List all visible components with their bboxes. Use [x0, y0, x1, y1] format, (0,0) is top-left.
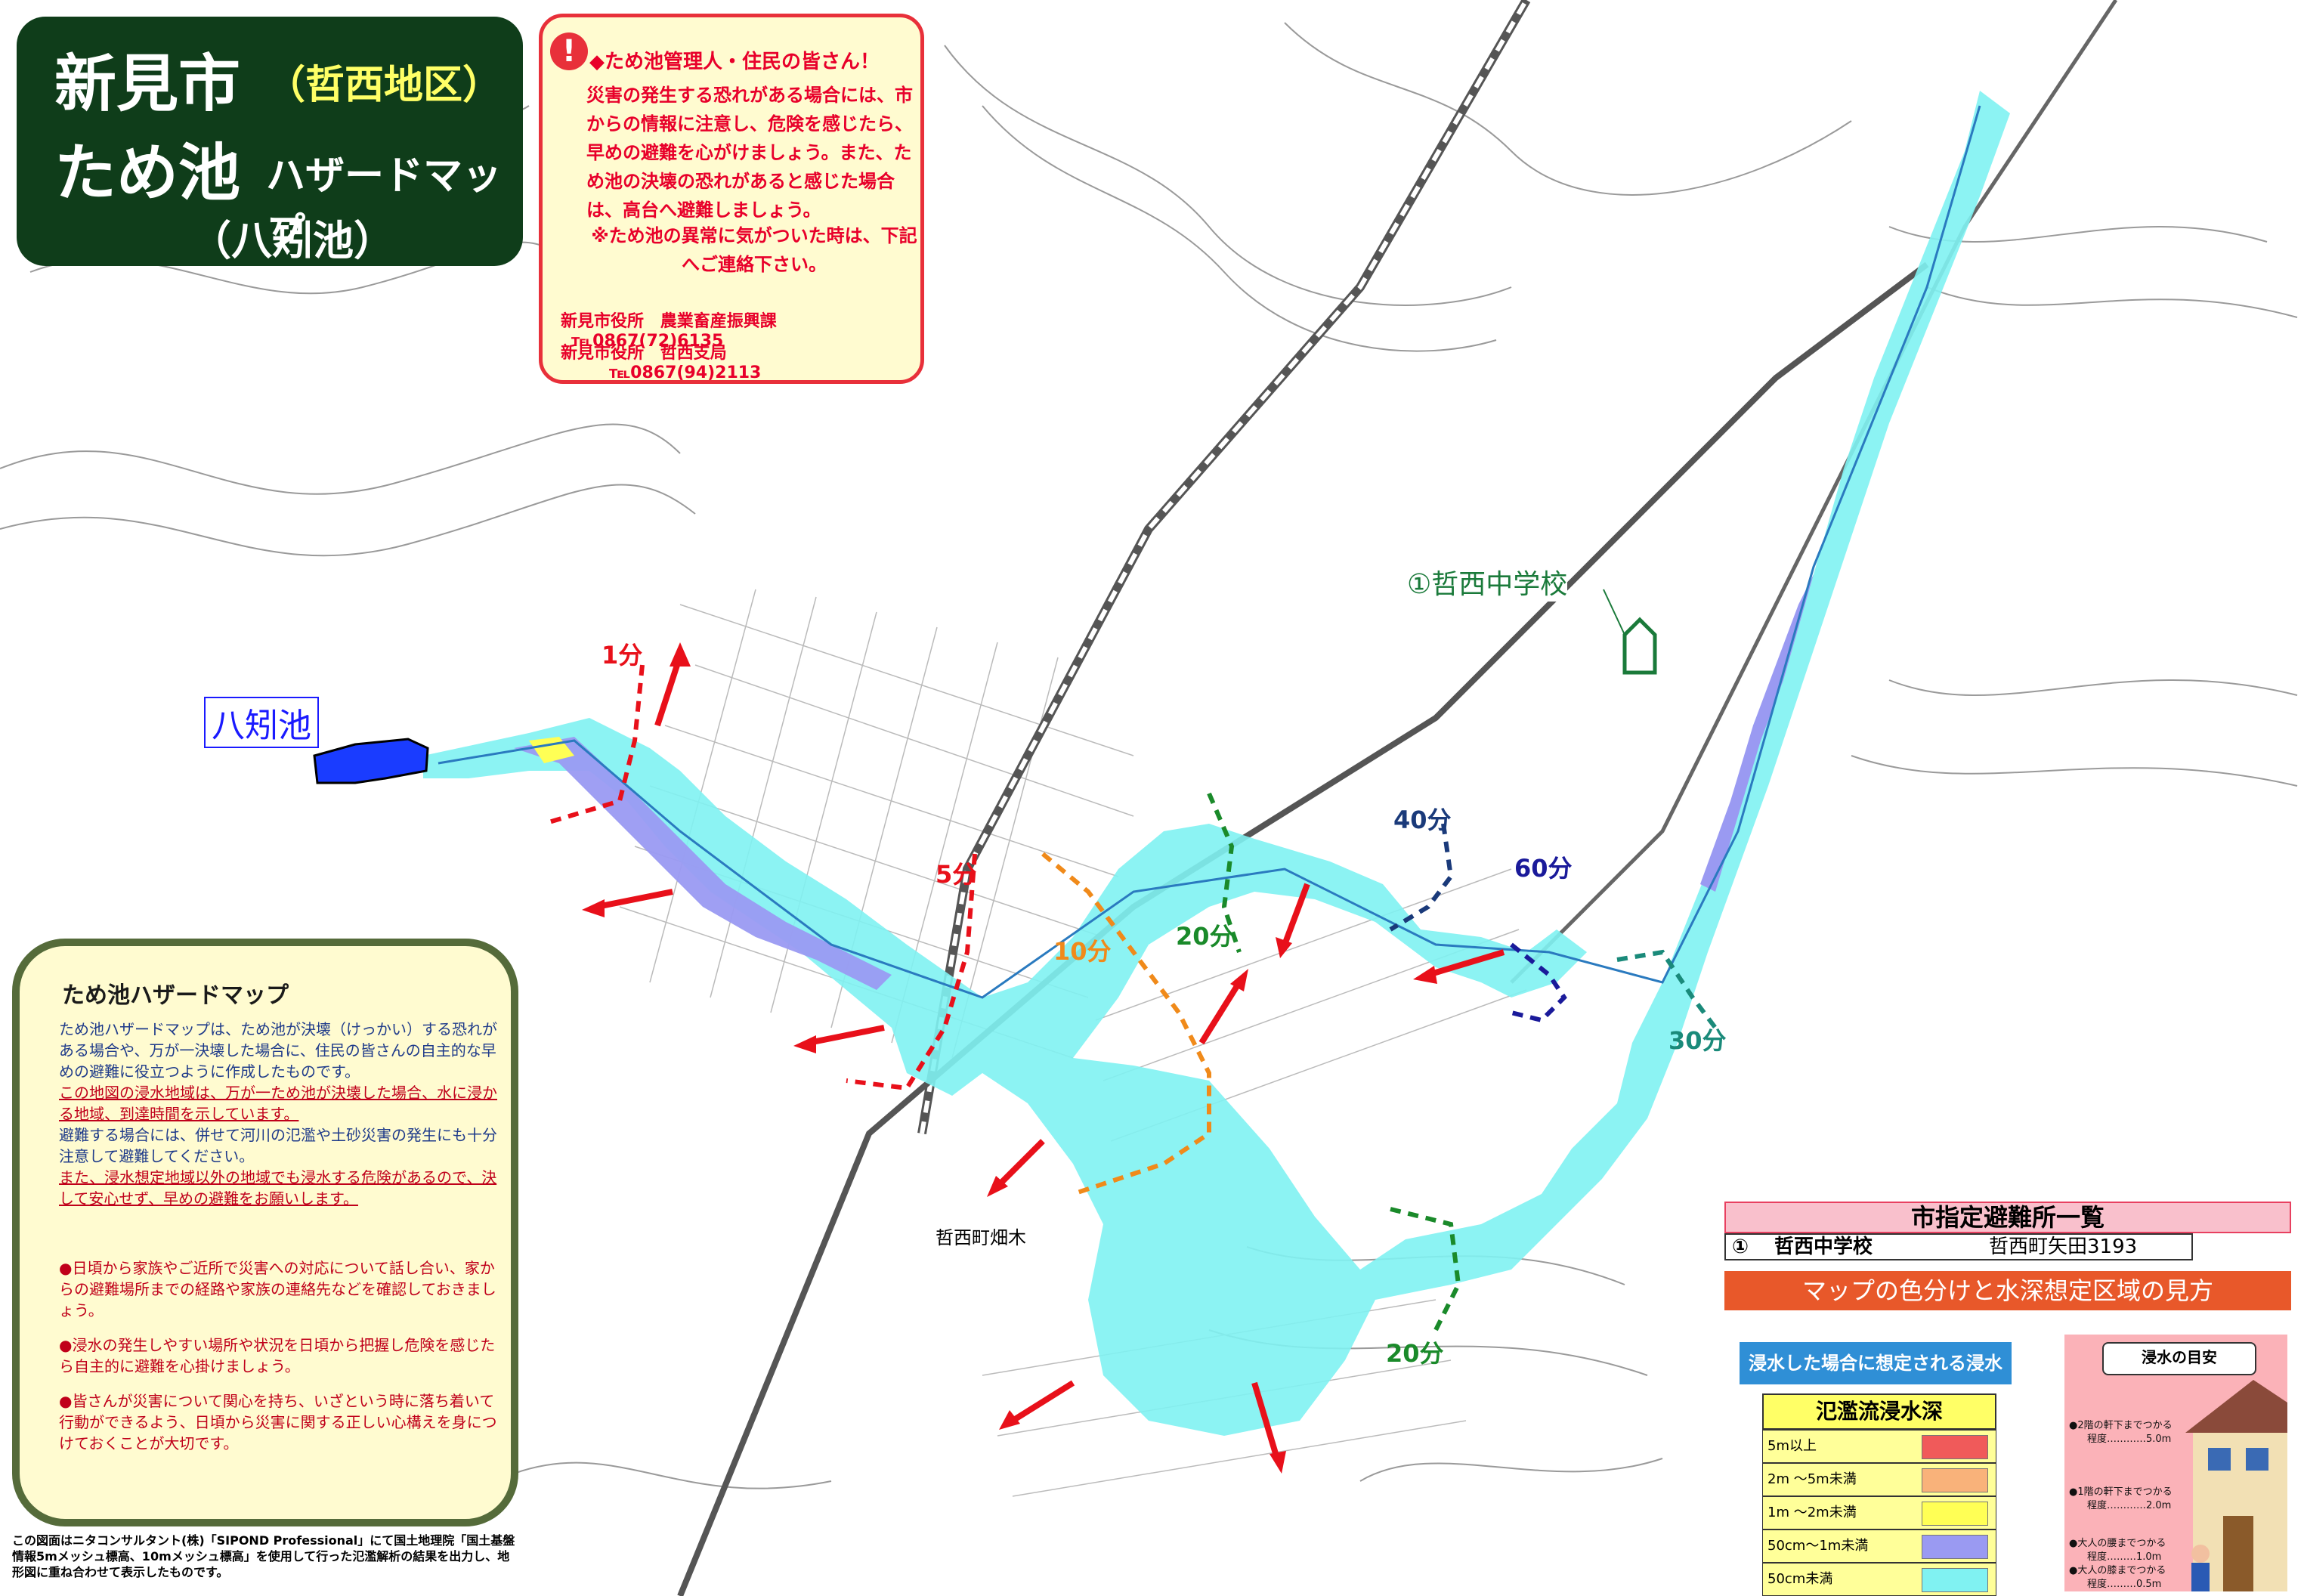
river [438, 105, 1981, 999]
evacuation-arrows [582, 642, 1505, 1474]
legend-swatch [1922, 1535, 1988, 1559]
info-p3: 避難する場合には、併せて河川の氾濫や土砂災害の発生にも十分注意して避難してくださ… [59, 1126, 497, 1165]
shelter-no: ① [1732, 1236, 1749, 1258]
place-label: 哲西町畑木 [936, 1227, 1026, 1248]
info-body: ため池ハザードマップは、ため池が決壊（けっかい）する恐れがある場合や、万が一決壊… [59, 1019, 497, 1209]
legend-row: 50cm～1m未満 [1762, 1530, 1996, 1563]
legend-row: 1m ～2m未満 [1762, 1496, 1996, 1530]
info-bullet-1: ●日頃から家族やご近所で災害への対応について話し合い、家からの避難場所までの経路… [59, 1259, 496, 1319]
warning-notice: ※ため池の異常に気がついた時は、下記へご連絡下さい。 [591, 225, 917, 275]
shelter-legend-panel: 市指定避難所一覧 ① 哲西中学校 哲西町矢田3193 マップの色分けと水深想定区… [1724, 1202, 2291, 1596]
warning-box: ! ◆ため池管理人・住民の皆さん！ 災害の発生する恐れがある場合には、市からの情… [539, 14, 924, 384]
time-label-20min-a: 20分 [1176, 922, 1234, 951]
info-p2: この地図の浸水地域は、万が一ため池が決壊した場合、水に浸かる地域、到達時間を示し… [59, 1084, 497, 1123]
time-label-20min-b: 20分 [1386, 1339, 1444, 1368]
house-illustration [2185, 1380, 2287, 1591]
legend-label: 2m ～5m未満 [1767, 1471, 1857, 1487]
contact-row-2: 新見市役所 哲西支局 ℡0867(94)2113 [561, 339, 920, 382]
info-heading: ため池ハザードマップ [62, 982, 289, 1009]
info-bullet-2: ●浸水の発生しやすい場所や状況を日頃から把握し危険を感じたら自主的に避難を心掛け… [59, 1336, 496, 1375]
guide-item: ●2階の軒下までつかる [2069, 1420, 2173, 1431]
depth-guide: 浸水の目安 ●2階の軒下までつかる 程度…………5.0m ●1階の軒下までつかる… [2064, 1335, 2287, 1591]
legend-subtitle: 浸水した場合に想定される浸水 [1740, 1342, 2012, 1384]
contact-office: 新見市役所 [561, 312, 645, 331]
time-label-5min: 5分 [936, 860, 977, 889]
title-sub: ハザードマップ [266, 153, 503, 255]
time-label-10min: 10分 [1053, 937, 1112, 966]
pond-shape [313, 738, 429, 784]
info-bullet-3: ●皆さんが災害について関心を持ち、いざという時に落ち着いて行動ができるよう、日頃… [59, 1392, 497, 1452]
time-label-30min: 30分 [1668, 1026, 1727, 1055]
info-box: ため池ハザードマップ ため池ハザードマップは、ため池が決壊（けっかい）する恐れが… [12, 939, 518, 1526]
guide-heading: 浸水の目安 [2102, 1342, 2256, 1375]
railway-line [917, 0, 1531, 1135]
road-2 [1510, 0, 2118, 984]
guide-item: 程度………0.5m [2087, 1579, 2162, 1590]
field-parcels [619, 589, 1527, 1497]
guide-item: ●大人の腰までつかる [2069, 1538, 2166, 1549]
contact-office: 新見市役所 [561, 344, 645, 363]
contact-row-1: 新見市役所 農業畜産振興課 ℡0867(72)6135 [561, 308, 920, 351]
guide-item: ●大人の膝までつかる [2069, 1565, 2166, 1576]
shelter-name: 哲西中学校 [1774, 1236, 1873, 1258]
shelter-address: 哲西町矢田3193 [1989, 1236, 2138, 1258]
title-city: 新見市 [54, 48, 241, 120]
time-label-40min: 40分 [1393, 806, 1452, 834]
guide-item: 程度…………2.0m [2087, 1500, 2172, 1511]
pond-label: 八矧池 [204, 697, 319, 748]
contact-dept: 哲西支局 [660, 344, 727, 363]
title-box: 新見市 （哲西地区） ため池 ハザードマップ （八矧池） [17, 17, 523, 266]
legend-label: 1m ～2m未満 [1767, 1505, 1857, 1520]
guide-item: 程度………1.0m [2087, 1551, 2162, 1563]
contact-tel: ℡0867(72)6135 [571, 332, 724, 351]
shelter-label: ①哲西中学校 [1407, 562, 1568, 602]
legend-label: 5m以上 [1767, 1438, 1817, 1454]
legend-table-title: 氾濫流浸水深 [1762, 1393, 1996, 1430]
legend-label: 50cm～1m未満 [1767, 1538, 1869, 1554]
contact-dept: 農業畜産振興課 [660, 312, 777, 331]
legend-swatch [1922, 1435, 1988, 1459]
title-pond: （八矧池） [190, 217, 394, 264]
info-p1: ため池ハザードマップは、ため池が決壊（けっかい）する恐れがある場合や、万が一決壊… [59, 1020, 497, 1081]
guide-item: 程度…………5.0m [2087, 1434, 2172, 1445]
legend-row: 2m ～5m未満 [1762, 1463, 1996, 1496]
exclamation-icon: ! [550, 32, 588, 70]
credit-note: この図面はニタコンサルタント(株)「SIPOND Professional」にて… [12, 1533, 520, 1593]
warning-heading: ◆ため池管理人・住民の皆さん！ [589, 51, 880, 73]
title-main: ため池 [54, 138, 241, 209]
time-label-1min: 1分 [602, 641, 643, 670]
legend-row: 50cm未満 [1762, 1563, 1996, 1596]
time-label-60min: 60分 [1514, 854, 1573, 883]
shelter-marker [1603, 589, 1657, 675]
main-road [677, 261, 1929, 1596]
title-district: （哲西地区） [266, 63, 503, 108]
contact-tel: ℡0867(94)2113 [609, 363, 762, 382]
legend-label: 50cm未満 [1767, 1571, 1833, 1587]
shelter-list-title: 市指定避難所一覧 [1724, 1202, 2291, 1233]
guide-item: ●1階の軒下までつかる [2069, 1486, 2173, 1498]
legend-swatch [1922, 1568, 1988, 1592]
legend-swatch [1922, 1502, 1988, 1526]
legend-band: マップの色分けと水深想定区域の見方 [1724, 1271, 2291, 1310]
shelter-row: ① 哲西中学校 哲西町矢田3193 [1724, 1233, 2193, 1260]
legend-swatch [1922, 1468, 1988, 1492]
warning-body: 災害の発生する恐れがある場合には、市からの情報に注意し、危険を感じたら、早めの避… [586, 85, 913, 221]
info-p4: また、浸水想定地域以外の地域でも浸水する危険があるので、決して安心せず、早めの避… [59, 1168, 497, 1208]
legend-row: 5m以上 [1762, 1430, 1996, 1463]
time-contours [543, 664, 1718, 1332]
